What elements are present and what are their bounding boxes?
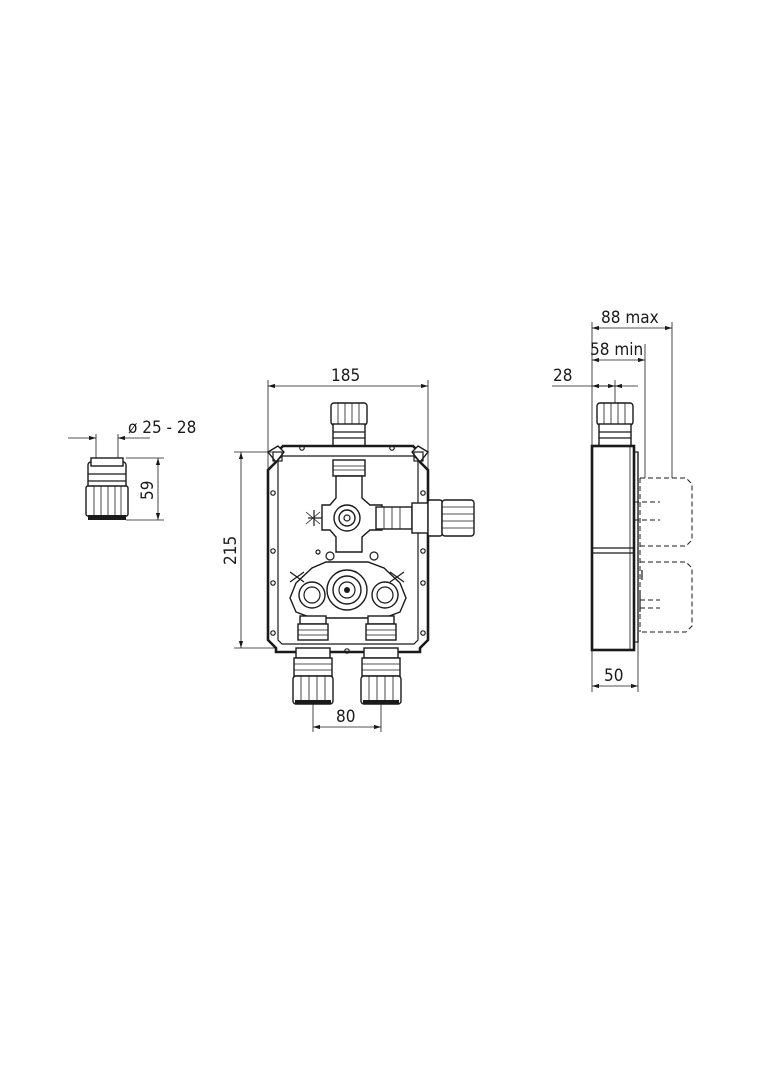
fitting-height-label: 59: [138, 481, 158, 500]
bottom-right-fitting: [360, 647, 402, 705]
bottom-left-fitting: [292, 647, 334, 705]
mounting-frame: [266, 444, 430, 654]
body-depth-dimension: 50: [591, 642, 639, 692]
front-view: 185 215 80: [221, 366, 475, 732]
depth-min-dimension: 58 min: [590, 340, 646, 478]
mounting-screws: [315, 549, 379, 561]
side-top-fitting: [596, 402, 634, 447]
body-width-dimension: 185: [267, 366, 429, 470]
upper-valve-body: [305, 459, 383, 553]
thermostatic-cartridge-body: [289, 561, 407, 619]
lower-outlet-stubs: [297, 615, 397, 641]
fitting-diameter-label: ø 25 - 28: [128, 418, 196, 438]
depth-max-dimension: 88 max: [591, 308, 673, 478]
body-height-label: 215: [221, 536, 241, 565]
body-height-dimension: 215: [221, 451, 276, 649]
body-depth-label: 50: [604, 666, 623, 686]
plate-depth-label: 28: [553, 366, 572, 386]
right-side-outlet: [375, 499, 475, 537]
fitting-height-dimension: 59: [126, 457, 164, 521]
depth-min-label: 58 min: [590, 340, 643, 360]
outlet-spacing-dimension: 80: [312, 704, 382, 732]
depth-max-label: 88 max: [601, 308, 659, 328]
side-trim-outline: [634, 477, 693, 633]
fitting-body: [85, 457, 129, 520]
fitting-diameter-dimension: ø 25 - 28: [68, 418, 196, 458]
side-body-block: [590, 444, 639, 652]
fitting-detail-view: ø 25 - 28 59: [68, 418, 196, 521]
plate-depth-dimension: 28: [552, 366, 638, 403]
body-width-label: 185: [331, 366, 360, 386]
side-view: 88 max 58 min 28 50: [552, 308, 693, 692]
outlet-spacing-label: 80: [336, 707, 355, 727]
top-inlet-fitting: [330, 402, 368, 447]
